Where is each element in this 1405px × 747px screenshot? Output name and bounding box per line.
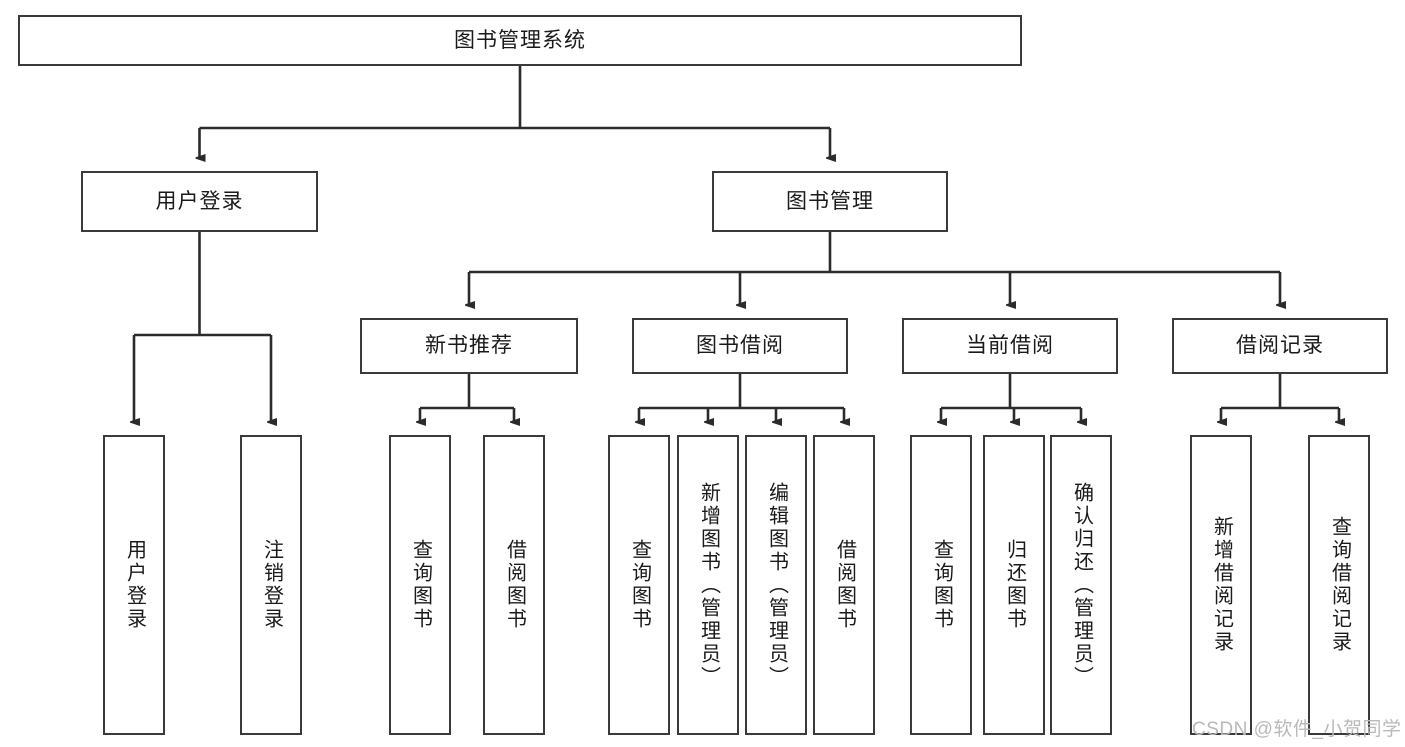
node-label: 借阅图书 bbox=[833, 539, 856, 631]
node-label: 查询借阅记录 bbox=[1328, 516, 1351, 654]
node-label: 图书借阅 bbox=[696, 334, 784, 358]
node-book-manage[interactable]: 图书管理 bbox=[712, 171, 948, 232]
node-leaf-query-book-1[interactable]: 查询图书 bbox=[389, 435, 451, 735]
node-current-borrow[interactable]: 当前借阅 bbox=[902, 318, 1118, 374]
node-leaf-query-book-3[interactable]: 查询图书 bbox=[910, 435, 972, 735]
node-label: 归还图书 bbox=[1003, 539, 1026, 631]
node-leaf-edit-book[interactable]: 编辑图书（管理员） bbox=[745, 435, 807, 735]
node-label: 查询图书 bbox=[409, 539, 432, 631]
node-label: 借阅图书 bbox=[503, 539, 526, 631]
node-label: 用户登录 bbox=[155, 189, 244, 213]
node-label: 编辑图书（管理员） bbox=[765, 481, 788, 689]
node-book-borrow[interactable]: 图书借阅 bbox=[632, 318, 848, 374]
node-leaf-query-book-2[interactable]: 查询图书 bbox=[608, 435, 670, 735]
node-label: 确认归还（管理员） bbox=[1070, 481, 1093, 689]
node-leaf-add-record[interactable]: 新增借阅记录 bbox=[1190, 435, 1252, 735]
node-label: 查询图书 bbox=[930, 539, 953, 631]
node-leaf-borrow-book-2[interactable]: 借阅图书 bbox=[813, 435, 875, 735]
node-label: 当前借阅 bbox=[966, 334, 1054, 358]
node-root[interactable]: 图书管理系统 bbox=[18, 15, 1022, 66]
node-user-login[interactable]: 用户登录 bbox=[81, 171, 318, 232]
node-label: 新增图书（管理员） bbox=[697, 481, 720, 689]
node-label: 注销登录 bbox=[260, 539, 283, 631]
node-label: 图书管理 bbox=[786, 189, 874, 213]
node-new-book-rec[interactable]: 新书推荐 bbox=[360, 318, 578, 374]
node-label: 新书推荐 bbox=[425, 334, 513, 358]
node-leaf-query-record[interactable]: 查询借阅记录 bbox=[1308, 435, 1370, 735]
node-leaf-borrow-book-1[interactable]: 借阅图书 bbox=[483, 435, 545, 735]
node-leaf-user-login[interactable]: 用户登录 bbox=[103, 435, 165, 735]
watermark-label: CSDN @软件_小贺同学 bbox=[1192, 719, 1402, 740]
node-label: 查询图书 bbox=[628, 539, 651, 631]
node-borrow-record[interactable]: 借阅记录 bbox=[1172, 318, 1388, 374]
node-leaf-add-book[interactable]: 新增图书（管理员） bbox=[677, 435, 739, 735]
node-leaf-logout[interactable]: 注销登录 bbox=[240, 435, 302, 735]
node-label: 新增借阅记录 bbox=[1210, 516, 1233, 654]
node-label: 图书管理系统 bbox=[454, 28, 586, 52]
node-leaf-confirm-return[interactable]: 确认归还（管理员） bbox=[1050, 435, 1112, 735]
node-label: 用户登录 bbox=[123, 539, 146, 631]
node-leaf-return-book[interactable]: 归还图书 bbox=[983, 435, 1045, 735]
node-label: 借阅记录 bbox=[1236, 334, 1324, 358]
